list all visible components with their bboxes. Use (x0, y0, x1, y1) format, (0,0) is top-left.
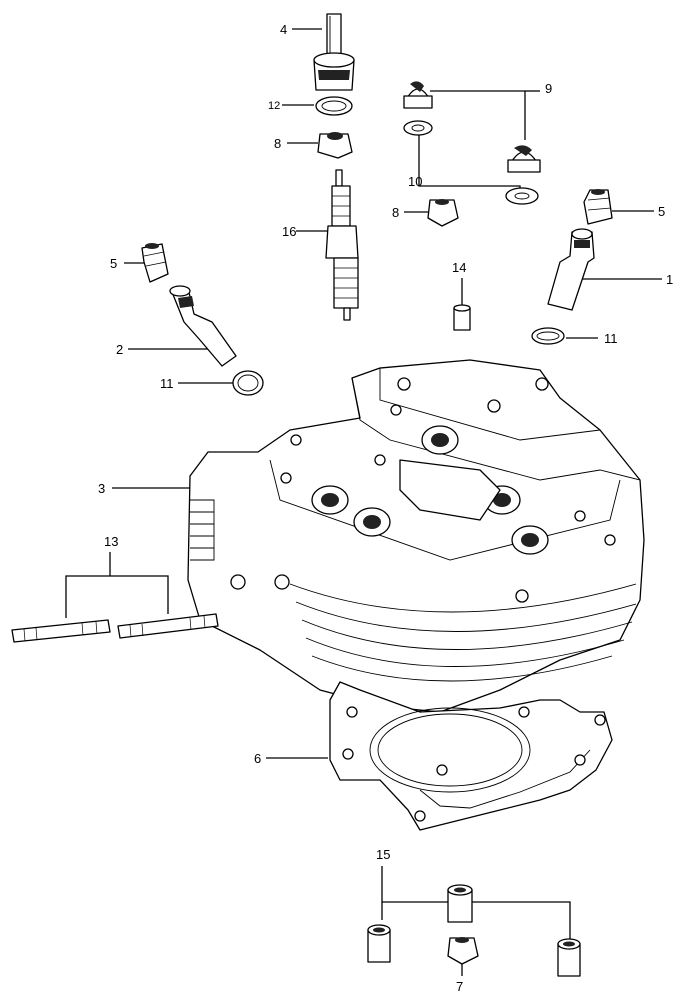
part-6-head-gasket (329, 681, 613, 831)
callout-11-left: 11 (160, 376, 174, 391)
callout-10: 10 (408, 174, 422, 189)
part-5-cap-left (141, 243, 169, 283)
part-13-stud-left (11, 619, 111, 643)
callout-14: 14 (452, 260, 466, 275)
leader-lines (65, 28, 662, 976)
callout-3: 3 (98, 481, 105, 496)
part-3-cylinder-head (187, 359, 645, 713)
part-4-bolt (313, 13, 355, 91)
callout-13: 13 (104, 534, 118, 549)
part-9-cap-upper (403, 81, 433, 109)
callout-2: 2 (116, 342, 123, 357)
callout-4: 4 (280, 22, 287, 37)
callout-6: 6 (254, 751, 261, 766)
part-13-stud-right (117, 613, 219, 639)
callout-15: 15 (376, 847, 390, 862)
part-10-washer-upper (403, 120, 433, 136)
part-15-dowel-left (367, 924, 391, 963)
callout-8-upper: 8 (274, 136, 281, 151)
callout-8-lower: 8 (392, 205, 399, 220)
callout-1: 1 (666, 272, 673, 287)
part-15-dowel-center (447, 884, 473, 923)
part-2-tappet-left (169, 285, 237, 367)
part-11-o-ring-right (531, 327, 565, 345)
part-5-cap-right (583, 189, 613, 225)
part-10-washer-lower (505, 187, 539, 205)
callout-16: 16 (282, 224, 296, 239)
callout-5-left: 5 (110, 256, 117, 271)
part-8-nut-lower (427, 199, 459, 227)
part-14-dowel-pin (453, 304, 471, 331)
callout-7: 7 (456, 979, 463, 994)
part-7-nut (447, 937, 479, 965)
callout-11-right: 11 (604, 331, 618, 346)
part-16-spark-plug (325, 169, 359, 321)
part-12-o-ring (315, 96, 353, 116)
part-11-o-ring-left (232, 370, 264, 396)
callout-9: 9 (545, 81, 552, 96)
part-8-nut-upper (317, 132, 353, 159)
part-12-o-ring-inner (321, 100, 347, 112)
part-9-cap-lower (507, 145, 541, 173)
callout-12: 12 (268, 100, 280, 112)
callout-5-right: 5 (658, 204, 665, 219)
part-1-tappet-right (547, 228, 595, 311)
part-15-dowel-right (557, 938, 581, 977)
